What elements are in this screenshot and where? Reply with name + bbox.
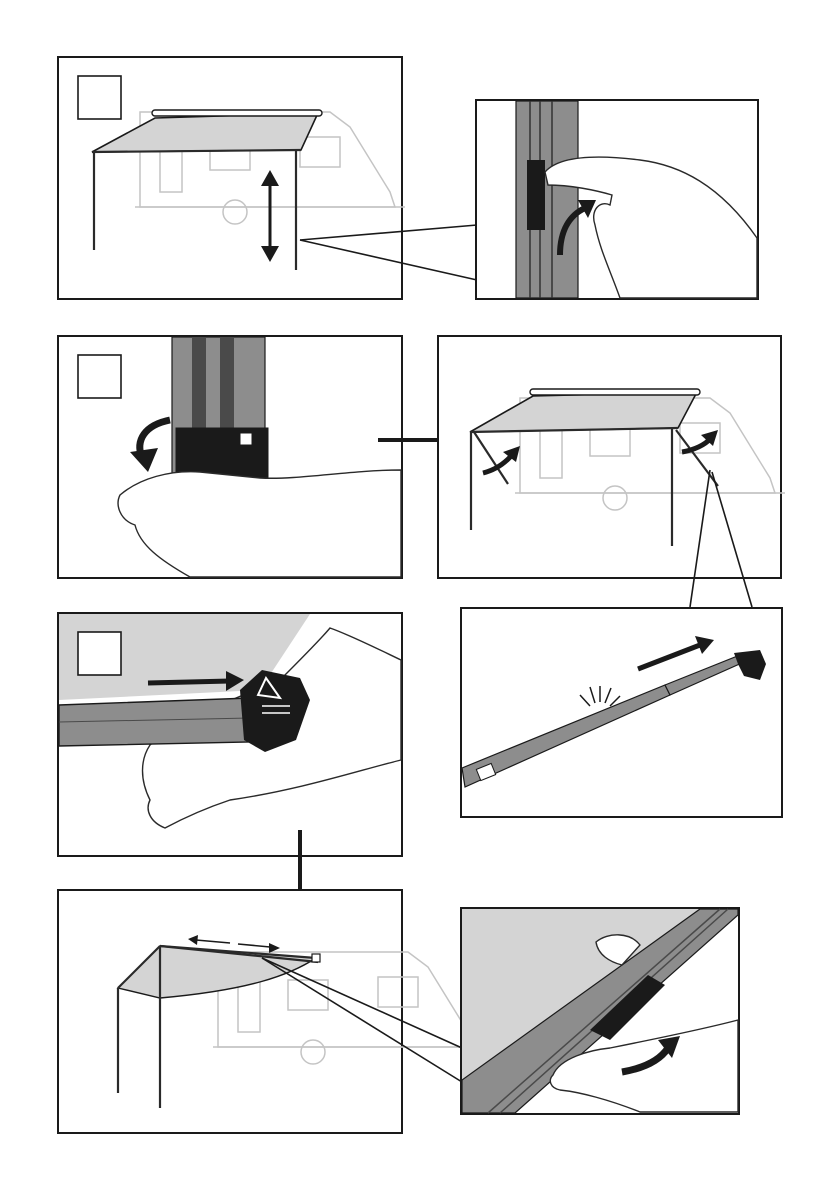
pole-clip <box>527 160 545 230</box>
panel-tension-rafter <box>58 613 402 856</box>
panel-pole-foot-release <box>58 336 402 578</box>
panel-rail-lock-detail <box>461 908 739 1114</box>
panel-awning-pole-height <box>58 57 405 299</box>
awning-rail <box>152 110 322 116</box>
pole-profile <box>516 101 578 298</box>
step-box-1 <box>78 76 121 119</box>
awning-rail <box>530 389 700 395</box>
step-box-2 <box>78 355 121 398</box>
panel-awning-full-setup <box>58 890 483 1133</box>
panel-pole-clip-detail <box>476 100 758 299</box>
rafter-pole <box>59 698 250 746</box>
step-box-3 <box>78 632 121 675</box>
panel-rafter-extension <box>461 608 782 817</box>
